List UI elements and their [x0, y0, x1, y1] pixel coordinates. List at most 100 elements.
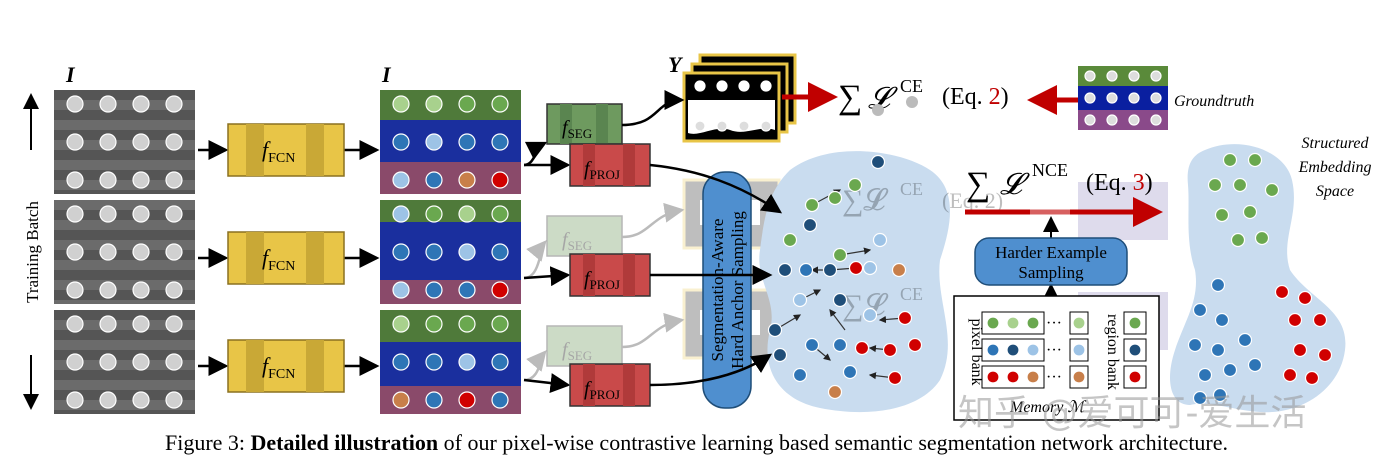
feature-pixel-dot [425, 95, 443, 113]
seg-label-3: f [562, 339, 570, 361]
gt-dot [1150, 92, 1162, 104]
input-pixel-dot [165, 95, 183, 113]
input-pixel-dot [66, 315, 84, 333]
space-label-line1: Structured [1302, 135, 1370, 152]
embedding-point [832, 292, 848, 308]
svg-text:fFCN: fFCN [262, 137, 295, 166]
feature-pixel-dot [392, 205, 410, 223]
mask-dot [738, 100, 750, 112]
proj-head-3: fPROJ [569, 363, 651, 407]
watermark: 知乎 @爱可可-爱生活 [958, 393, 1307, 434]
space-point [1304, 370, 1320, 386]
feature-pixel-dot [458, 171, 476, 189]
space-point [1192, 302, 1208, 318]
space-label-line3: Space [1316, 183, 1354, 200]
space-point [1287, 312, 1303, 328]
mask-dot [738, 120, 750, 132]
memory-dot [1128, 316, 1142, 330]
groundtruth-label: Groundtruth [1174, 93, 1254, 110]
fcn-sub-2: FCN [268, 259, 295, 274]
embedding-point [822, 262, 838, 278]
memory-dot [1006, 343, 1020, 357]
mask-dots [694, 80, 772, 132]
fcn-block-3: fFCN [227, 339, 345, 393]
mask-dot [716, 120, 728, 132]
feature-pixel-dot [491, 315, 509, 333]
ce-loss: ∑ 𝓛 CE (Eq. 2) [838, 76, 1009, 116]
caption-bold: Detailed illustration [250, 430, 439, 455]
embedding-point [842, 364, 858, 380]
memory-dot [986, 370, 1000, 384]
svg-text:fSEG: fSEG [562, 229, 592, 253]
feature-pixel-dot [491, 353, 509, 371]
embedding-point [870, 154, 886, 170]
ce-sup: CE [900, 76, 923, 96]
mask-dot [760, 80, 772, 92]
space-point [1317, 347, 1333, 363]
feature-pixel-dot [458, 95, 476, 113]
mask-dot [760, 100, 772, 112]
feature-pixel-dot [491, 281, 509, 299]
ce-eq-pre: (Eq. [942, 84, 989, 110]
caption-rest: of our pixel-wise contrastive learning b… [438, 430, 1229, 455]
input-pixel-dot [165, 171, 183, 189]
input-pixel-dot [165, 205, 183, 223]
groundtruth-dots [1084, 70, 1162, 126]
embedding-point [792, 292, 808, 308]
feature-pixel-dot [491, 243, 509, 261]
space-point [1292, 342, 1308, 358]
gt-dot [1150, 70, 1162, 82]
memory-dot [1128, 343, 1142, 357]
image-label-mid: I [381, 62, 392, 87]
svg-text:CE: CE [900, 179, 923, 199]
space-point [1237, 332, 1253, 348]
svg-text:fPROJ: fPROJ [584, 378, 620, 402]
feature-pixel-dot [425, 281, 443, 299]
image-to-fcn-arrows [198, 140, 380, 376]
feature-to-head-arrows [523, 141, 571, 393]
input-pixel-dot [165, 315, 183, 333]
seg-head-1: fSEG [546, 103, 623, 145]
svg-text:fSEG: fSEG [562, 339, 592, 363]
embedding-point [862, 307, 878, 323]
memory-ellipsis-1: ··· [1046, 315, 1062, 332]
proj-sub-3: PROJ [590, 387, 620, 402]
space-point [1230, 232, 1246, 248]
input-pixel-dot [132, 133, 150, 151]
input-pixel-dot [132, 281, 150, 299]
nce-eq-post: ) [1145, 170, 1153, 196]
input-pixel-dot [132, 95, 150, 113]
embedding-point [804, 337, 820, 353]
feature-pixel-dot [425, 353, 443, 371]
hard-anchor-sampling-box: Segmentation-Aware Hard Anchor Sampling [702, 171, 752, 409]
memory-dot [1006, 370, 1020, 384]
space-point [1210, 342, 1226, 358]
nce-eq-pre: (Eq. [1086, 170, 1133, 196]
feature-pixel-dot [458, 353, 476, 371]
input-pixel-dot [66, 171, 84, 189]
input-pixel-dot [165, 281, 183, 299]
feature-pixel-dot [458, 315, 476, 333]
input-pixel-dot [99, 133, 117, 151]
space-point [1214, 312, 1230, 328]
input-pixel-dot [99, 315, 117, 333]
feature-pixel-dot [458, 391, 476, 409]
seg-to-label-arrow-2 [621, 202, 685, 239]
mask-dot [738, 80, 750, 92]
training-batch-arrow: Training Batch [23, 93, 42, 410]
feature-pixel-dot [491, 171, 509, 189]
gt-dot [1084, 114, 1096, 126]
harder-sampling-line2: Sampling [1018, 263, 1084, 282]
svg-text:fSEG: fSEG [562, 117, 592, 141]
ce-sum-symbol: ∑ [838, 79, 862, 116]
input-pixel-dot [165, 391, 183, 409]
input-pixel-dot [99, 205, 117, 223]
input-pixel-dot [165, 133, 183, 151]
embedding-point [872, 232, 888, 248]
feature-pixel-dot [392, 95, 410, 113]
ce-eq-num: 2 [989, 84, 1001, 110]
svg-text:fPROJ: fPROJ [584, 158, 620, 182]
embedding-point [891, 262, 907, 278]
embedding-point [862, 260, 878, 276]
